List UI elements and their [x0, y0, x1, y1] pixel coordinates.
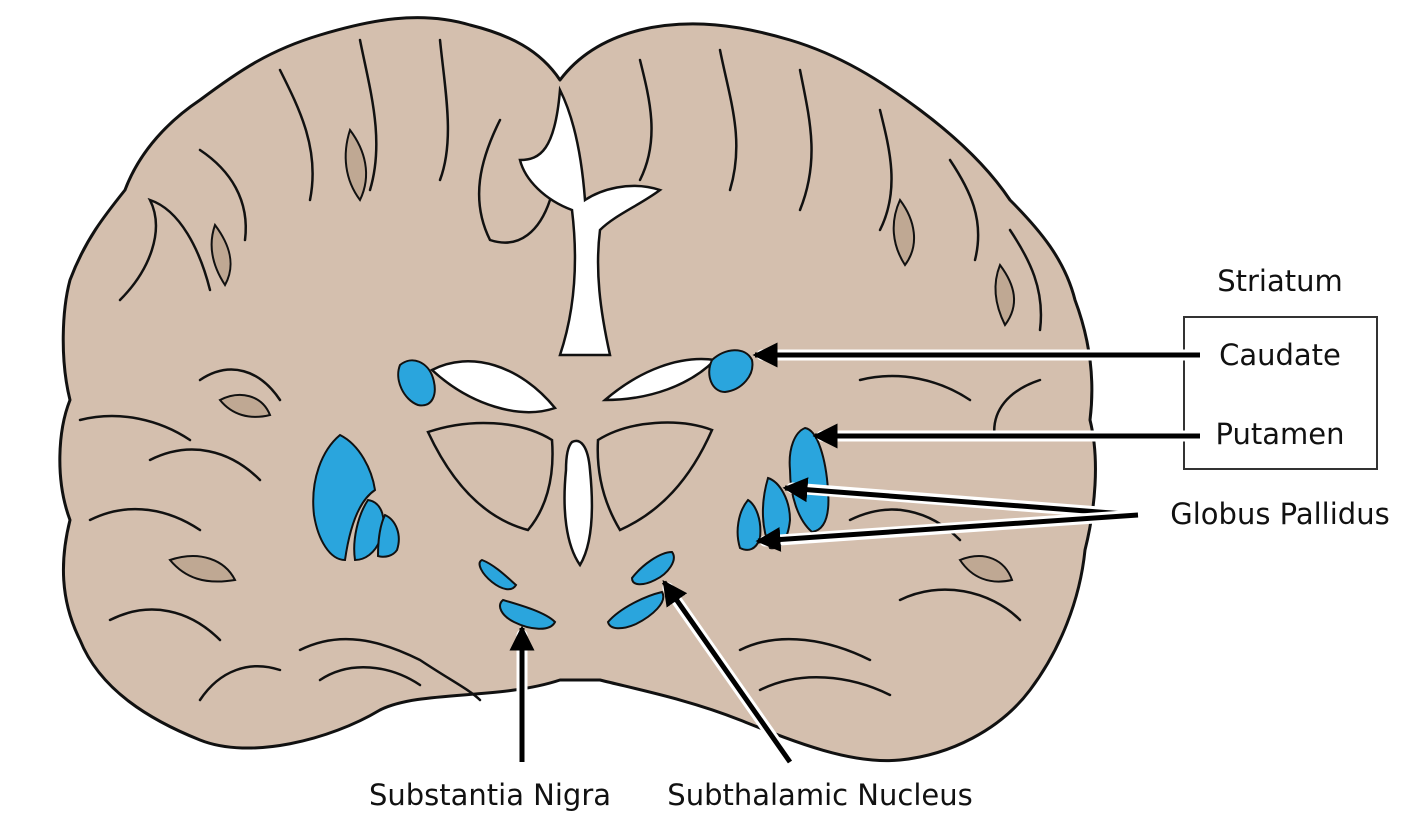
label-striatum: Striatum: [1217, 264, 1343, 298]
thalamus-right: [596, 421, 714, 532]
striatum-box: [1183, 316, 1378, 470]
basal-ganglia: [312, 349, 830, 630]
arrow-subthalamic-nucleus: [661, 579, 793, 764]
arrow-globus-pallidus-1: [782, 477, 1139, 518]
arrow-globus-pallidus-2: [755, 512, 1139, 552]
cortical-folds: [78, 38, 1043, 702]
gyral-cores: [168, 127, 1016, 583]
brain-section: [58, 16, 1097, 763]
longitudinal-fissure: [518, 85, 663, 357]
caudate-left: [397, 359, 436, 407]
globus-pallidus-left-outer: [353, 498, 385, 562]
subthalamic-nucleus-right: [630, 550, 675, 586]
lateral-ventricle-left: [429, 360, 558, 414]
caudate-right: [708, 349, 754, 394]
putamen-left: [312, 433, 377, 562]
substantia-nigra-left-upper: [478, 558, 518, 591]
label-substantia-nigra: Substantia Nigra: [369, 778, 611, 812]
substantia-nigra-left-lower: [499, 598, 557, 630]
substantia-nigra-right: [606, 590, 665, 630]
label-globus-pallidus: Globus Pallidus: [1170, 497, 1389, 531]
globus-pallidus-left-inner: [376, 513, 400, 558]
label-putamen: Putamen: [1216, 417, 1345, 451]
label-arrows: [509, 342, 1206, 768]
putamen-right: [788, 426, 830, 534]
label-subthalamic-nucleus: Subthalamic Nucleus: [667, 778, 972, 812]
thalamus-left: [426, 421, 554, 532]
third-ventricle: [563, 439, 594, 568]
label-caudate: Caudate: [1219, 338, 1341, 372]
globus-pallidus-right-inner: [736, 498, 762, 551]
